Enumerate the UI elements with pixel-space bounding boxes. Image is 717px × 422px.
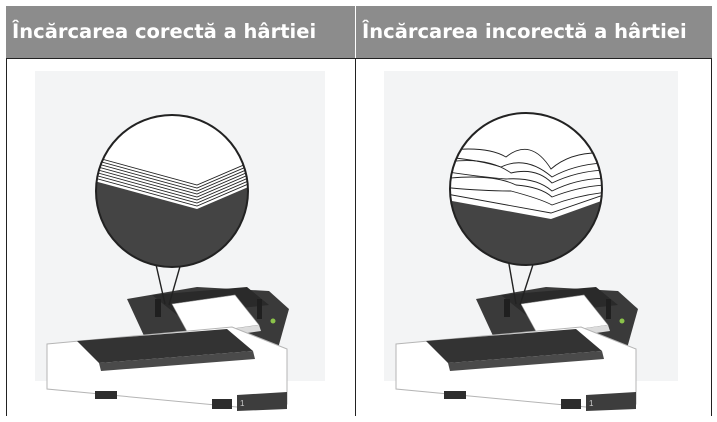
paper-tray: 1: [46, 287, 289, 411]
header-incorrect-loading: Încărcarea incorectă a hârtiei: [356, 6, 712, 58]
incorrect-loading-illustration: 1: [356, 59, 711, 416]
table-border-right: [711, 58, 712, 416]
column-divider: [355, 58, 356, 416]
incorrect-tray-drawing: 1: [384, 71, 678, 411]
correct-tray-drawing: 1: [35, 71, 325, 411]
header-correct-loading: Încărcarea corectă a hârtiei: [6, 6, 355, 58]
comparison-table: Încărcarea corectă a hârtiei Încărcarea …: [6, 6, 712, 416]
tray-number-label: 1: [589, 399, 594, 408]
magnifier-correct: [95, 114, 249, 268]
magnifier-incorrect: [449, 112, 603, 266]
tray-number-label: 1: [240, 399, 245, 408]
paper-tray: 1: [395, 287, 638, 411]
correct-loading-illustration: 1: [7, 59, 355, 416]
header-divider: [6, 58, 712, 59]
table-border-left: [6, 58, 7, 416]
